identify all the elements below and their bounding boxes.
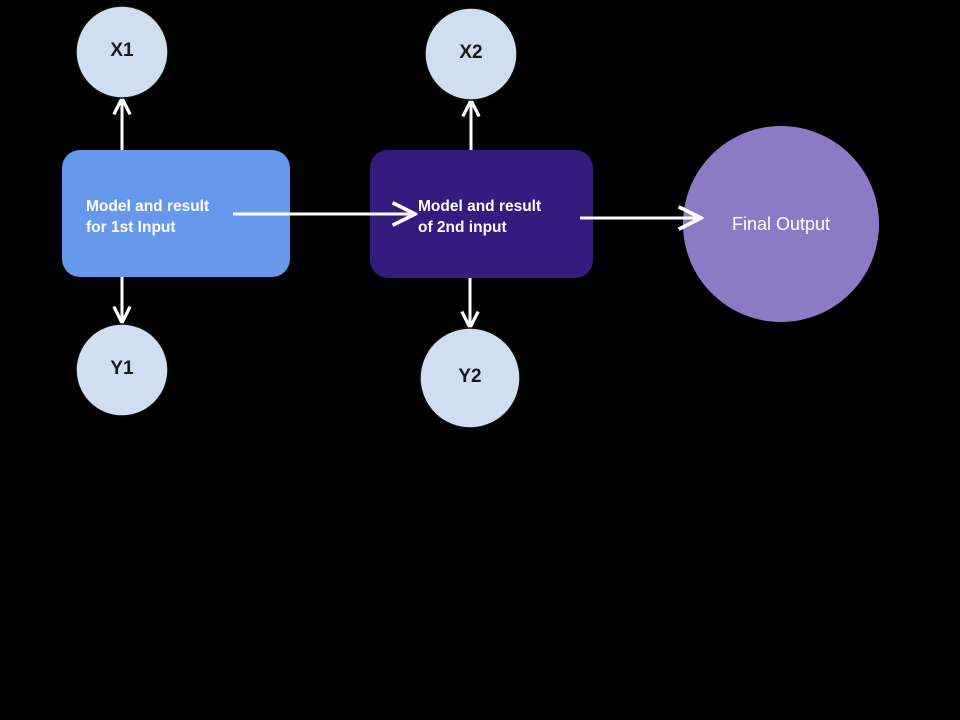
node-x2[interactable] (424, 7, 518, 101)
node-y2[interactable] (419, 327, 521, 429)
node-final-output[interactable] (683, 126, 879, 322)
node-model2[interactable] (370, 150, 593, 278)
node-model1[interactable] (62, 150, 290, 277)
node-x1[interactable] (75, 5, 169, 99)
node-y1[interactable] (75, 323, 169, 417)
